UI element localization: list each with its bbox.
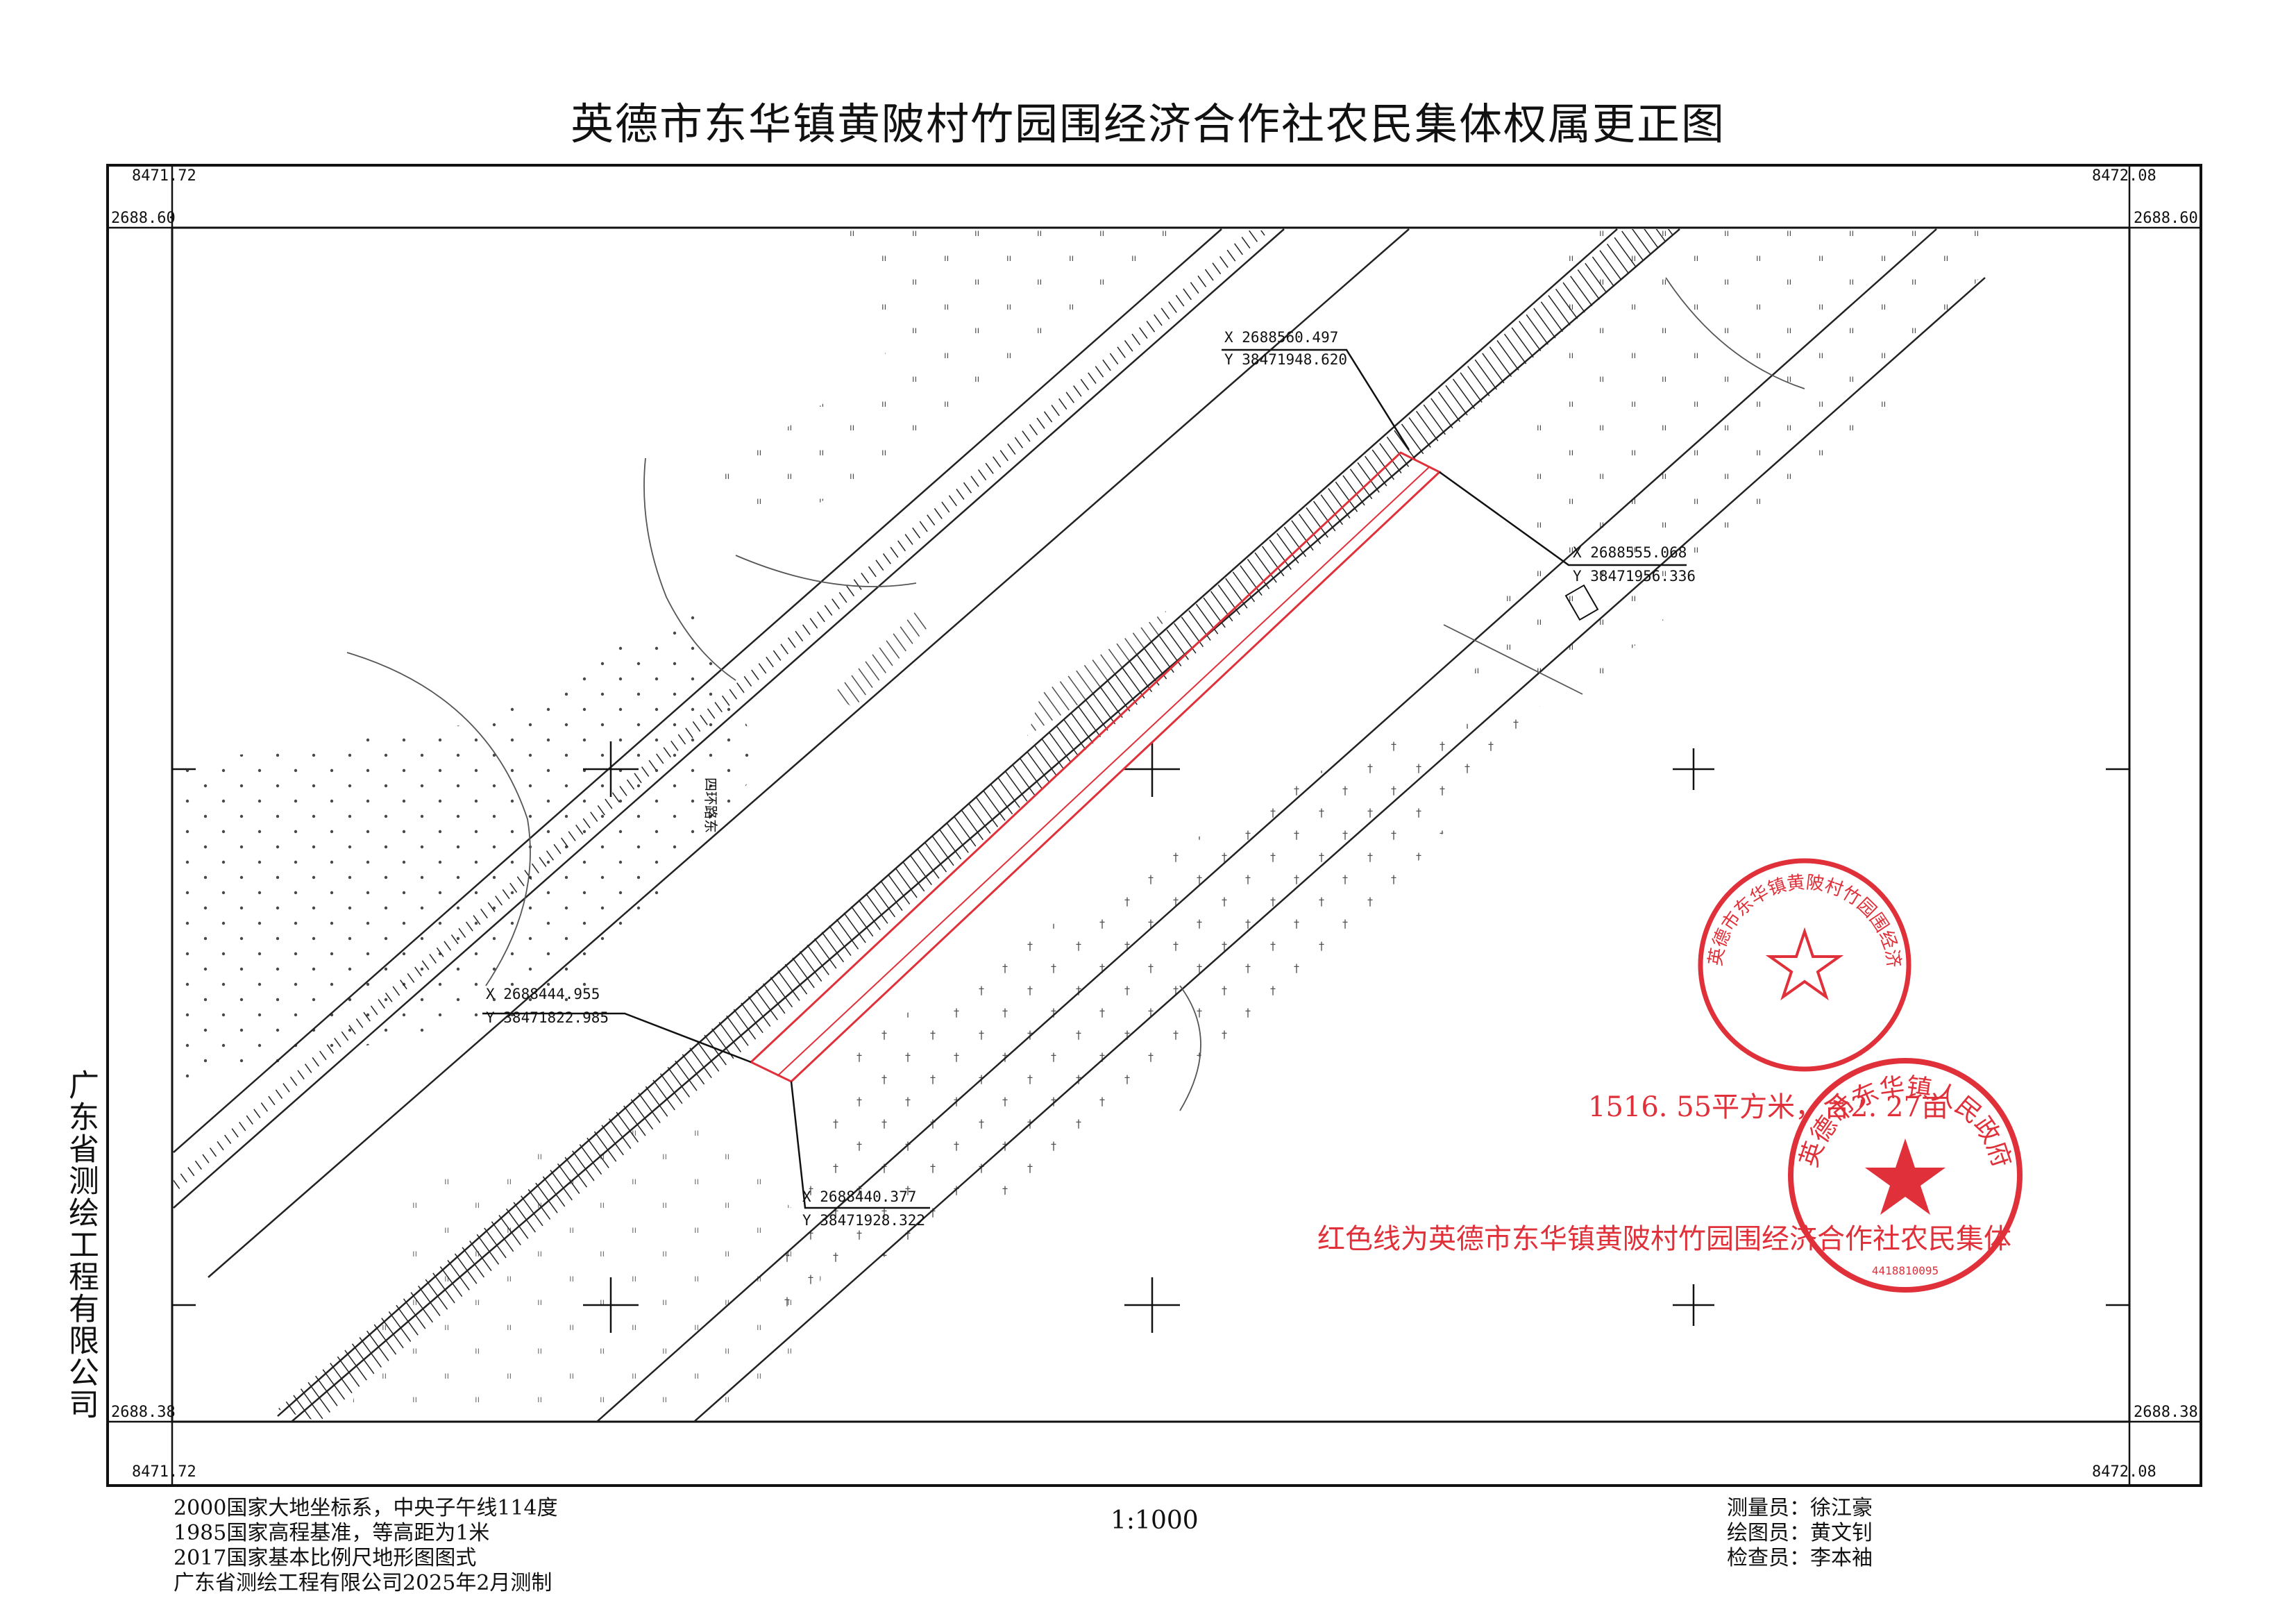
red-line-description: 红色线为英德市东华镇黄陂村竹园围经济合作社农民集体 [1317,1223,2011,1255]
footer-left-line-1: 2000国家大地坐标系，中央子午线114度 [174,1496,558,1520]
coord-1-x: X 2688560.497 [1224,329,1339,346]
coord-2-y: Y 38471956.336 [1573,568,1696,585]
cooperative-seal: 英德市东华镇黄陂村竹园围经济合作社 [1694,854,1911,1072]
seal-number: 4418810095 [1872,1264,1939,1277]
seal-star [1865,1138,1945,1215]
corner-tl-left: 2688.60 [111,210,176,227]
area-note: 1516. 55平方米，合2. 27亩 [1588,1091,1949,1123]
grass-area-east [1471,229,2013,680]
embankment-south [278,229,1680,1422]
road-label: 四环路东 [702,777,719,833]
coord-2-x: X 2688555.068 [1573,544,1687,561]
government-seal: 英德市东华镇人民政府 4418810095 [1788,1058,2023,1293]
dotted-terrain [172,604,763,1083]
company-side-label: 广东省测绘工程有限公司 [63,1069,99,1420]
corner-tl-top: 8471.72 [132,167,196,185]
seal-ring [1698,858,1911,1072]
corner-bl-left: 2688.38 [111,1404,176,1421]
drafter: 绘图员：黄文钊 [1727,1521,1873,1545]
map-title: 英德市东华镇黄陂村竹园围经济合作社农民集体权属更正图 [570,99,1725,149]
map-structure [1564,584,1599,621]
coord-3-x: X 2688444.955 [486,986,600,1002]
leader-lines [482,348,1687,1209]
seal-ring [1788,1058,2023,1293]
grass-area-north [708,229,1180,528]
embankment-north [174,230,1270,1194]
footer-left-line-3: 2017国家基本比例尺地形图图式 [174,1546,477,1570]
parcel-inner-line [777,466,1430,1077]
corner-br-bottom: 8472.08 [2092,1463,2156,1481]
corner-tr-right: 2688.60 [2134,210,2198,227]
contours [346,277,1805,1111]
corner-br-right: 2688.38 [2134,1404,2198,1421]
footer-left-line-4: 广东省测绘工程有限公司2025年2月测制 [174,1571,552,1595]
coord-4-y: Y 38471928.322 [802,1212,926,1229]
corner-bl-bottom: 8471.72 [132,1463,196,1481]
inspector: 检查员：李本袖 [1727,1546,1873,1570]
grid-crosses [583,741,1714,1333]
footer-left-line-2: 1985国家高程基准，等高距为1米 [174,1521,490,1545]
surveyor: 测量员：徐江豪 [1727,1496,1873,1520]
coord-1-y: Y 38471948.620 [1224,351,1348,368]
map-scale: 1:1000 [1111,1506,1199,1535]
orchard-area [763,701,1562,1319]
outer-frame [106,164,2202,1487]
corner-tr-top: 8472.08 [2092,167,2156,185]
seal-star [1765,927,1844,1001]
grass-area-south [347,1111,833,1422]
coord-4-x: X 2688440.377 [802,1188,917,1205]
coord-3-y: Y 38471822.985 [486,1009,609,1026]
